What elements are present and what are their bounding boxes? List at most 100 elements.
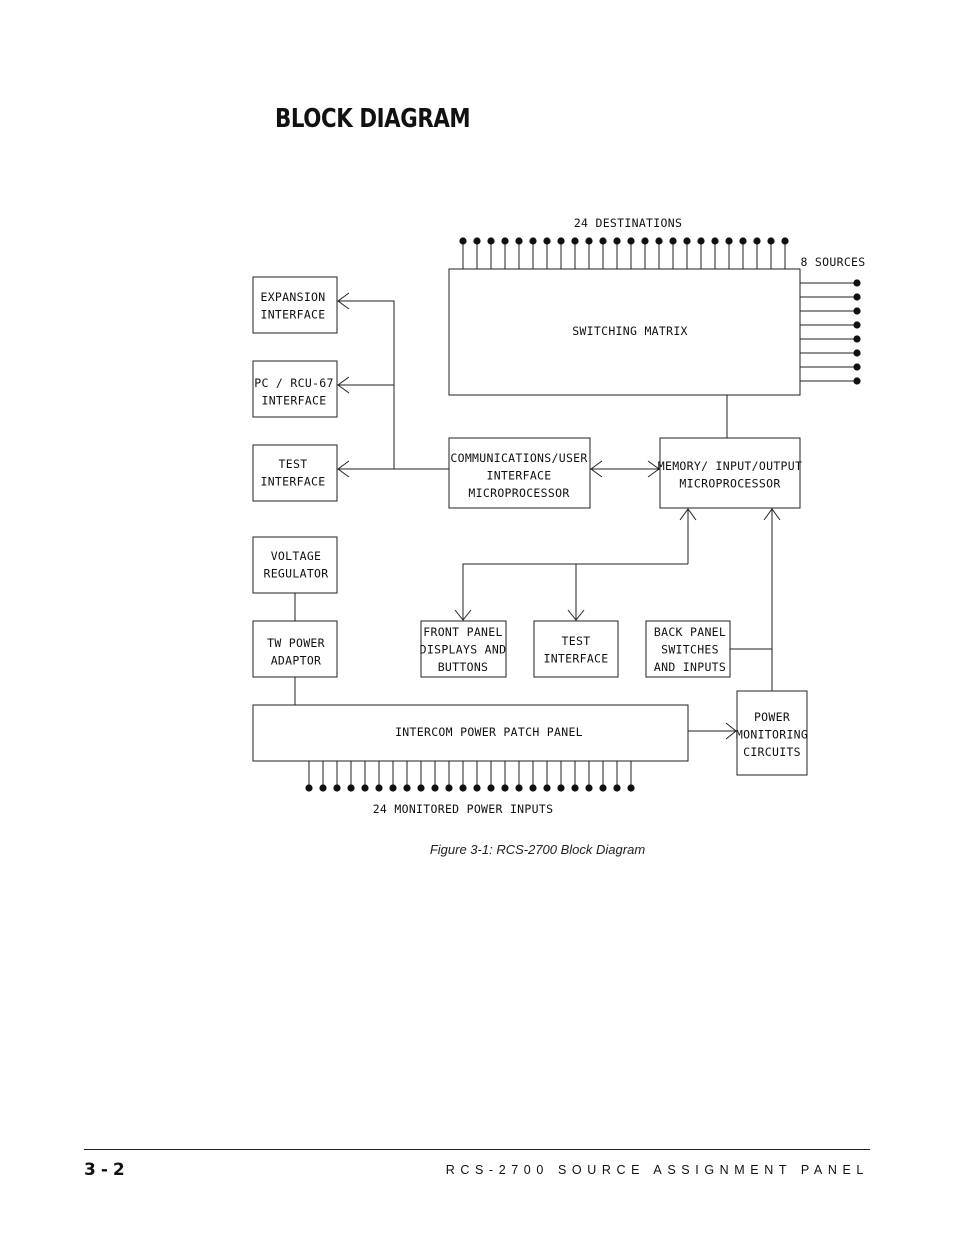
running-title: RCS-2700 SOURCE ASSIGNMENT PANEL xyxy=(445,1163,869,1177)
front-panel-label-line: DISPLAYS AND xyxy=(420,643,507,657)
pc-interface-label-line: INTERFACE xyxy=(261,394,326,408)
switching-matrix-block xyxy=(448,268,801,396)
destination-pin-dot xyxy=(641,237,649,245)
destination-pin-dot xyxy=(473,237,481,245)
destination-pin-dot xyxy=(767,237,775,245)
destination-pin-dot xyxy=(739,237,747,245)
test-interface-mid-block xyxy=(533,620,619,678)
expansion-interface-block xyxy=(252,276,338,334)
power-input-pin-dot xyxy=(599,784,607,792)
power-input-pin-dot xyxy=(417,784,425,792)
power-input-pin-dot xyxy=(459,784,467,792)
power-input-pin-dot xyxy=(305,784,313,792)
destination-pin-dot xyxy=(585,237,593,245)
page-number: 3-2 xyxy=(84,1160,130,1180)
comm-micro-label-line: MICROPROCESSOR xyxy=(468,486,569,500)
destination-pin-dot xyxy=(613,237,621,245)
voltage-regulator-block xyxy=(252,536,338,594)
power-input-pin-dot xyxy=(319,784,327,792)
memory-micro-block xyxy=(659,437,801,509)
destination-pin-dot xyxy=(669,237,677,245)
destination-pin-dot xyxy=(711,237,719,245)
destination-pin-dot xyxy=(655,237,663,245)
power-input-pin-dot xyxy=(613,784,621,792)
power-input-pin-dot xyxy=(473,784,481,792)
footer-rule xyxy=(84,1149,870,1150)
destinations-label: 24 DESTINATIONS xyxy=(574,216,682,230)
switching-matrix-label-line: SWITCHING MATRIX xyxy=(572,324,688,338)
destination-pin-dot xyxy=(697,237,705,245)
power-monitoring-label-line: MONITORING xyxy=(736,728,808,742)
test-interface-mid-label-line: INTERFACE xyxy=(543,652,608,666)
test-interface-left-label-line: TEST xyxy=(279,457,308,471)
destination-pin-dot xyxy=(781,237,789,245)
destination-pin-dot xyxy=(501,237,509,245)
power-input-pin-dot xyxy=(431,784,439,792)
front-panel-label-line: BUTTONS xyxy=(438,660,489,674)
destination-pins xyxy=(459,237,789,269)
source-pin-dot xyxy=(853,363,861,371)
power-input-pin-dot xyxy=(529,784,537,792)
expansion-interface-label-line: INTERFACE xyxy=(260,308,325,322)
sources-label: 8 SOURCES xyxy=(800,255,865,269)
power-input-pin-dot xyxy=(445,784,453,792)
destination-pin-dot xyxy=(487,237,495,245)
power-input-pin-dot xyxy=(361,784,369,792)
connector-lines xyxy=(294,300,773,732)
comm-micro-label-line: INTERFACE xyxy=(486,469,551,483)
destination-pin-dot xyxy=(725,237,733,245)
power-input-pin-dot xyxy=(627,784,635,792)
source-pin-dot xyxy=(853,349,861,357)
source-pin-dot xyxy=(853,321,861,329)
source-pin-dot xyxy=(853,307,861,315)
comm-micro-label-line: COMMUNICATIONS/USER xyxy=(450,451,587,465)
power-input-pin-dot xyxy=(487,784,495,792)
power-input-pin-dot xyxy=(501,784,509,792)
intercom-patch-block xyxy=(252,704,689,762)
memory-micro-label-line: MICROPROCESSOR xyxy=(679,477,780,491)
power-monitoring-label-line: POWER xyxy=(754,710,790,724)
destination-pin-dot xyxy=(599,237,607,245)
page-title: BLOCK DIAGRAM xyxy=(275,104,471,134)
power-input-pin-dot xyxy=(389,784,397,792)
power-monitoring-label-line: CIRCUITS xyxy=(743,745,801,759)
source-pin-dot xyxy=(853,335,861,343)
destination-pin-dot xyxy=(557,237,565,245)
power-input-pin-dot xyxy=(571,784,579,792)
destination-pin-dot xyxy=(515,237,523,245)
back-panel-label-line: BACK PANEL xyxy=(654,625,726,639)
test-interface-mid-label-line: TEST xyxy=(562,634,591,648)
intercom-patch-label-line: INTERCOM POWER PATCH PANEL xyxy=(395,725,583,739)
expansion-interface-label-line: EXPANSION xyxy=(260,290,325,304)
power-input-pin-dot xyxy=(375,784,383,792)
power-input-pin-dot xyxy=(557,784,565,792)
source-pins xyxy=(800,279,861,385)
destination-pin-dot xyxy=(571,237,579,245)
power-input-pin-dot xyxy=(333,784,341,792)
voltage-regulator-label-line: VOLTAGE xyxy=(271,549,322,563)
destination-pin-dot xyxy=(459,237,467,245)
memory-micro-label-line: MEMORY/ INPUT/OUTPUT xyxy=(658,459,802,473)
tw-power-adaptor-label-line: ADAPTOR xyxy=(271,654,322,668)
test-interface-left-block xyxy=(252,444,338,502)
power-input-pins xyxy=(305,761,635,792)
destination-pin-dot xyxy=(627,237,635,245)
power-input-pin-dot xyxy=(515,784,523,792)
destination-pin-dot xyxy=(543,237,551,245)
source-pin-dot xyxy=(853,377,861,385)
destination-pin-dot xyxy=(753,237,761,245)
comm-micro-block xyxy=(448,437,591,509)
arrowheads xyxy=(337,292,781,740)
back-panel-label-line: SWITCHES xyxy=(661,643,719,657)
tw-power-adaptor-label-line: TW POWER xyxy=(267,636,325,650)
power-input-pin-dot xyxy=(403,784,411,792)
front-panel-label-line: FRONT PANEL xyxy=(423,625,502,639)
source-pin-dot xyxy=(853,279,861,287)
figure-caption: Figure 3-1: RCS-2700 Block Diagram xyxy=(429,842,646,857)
power-input-pin-dot xyxy=(543,784,551,792)
power-input-pin-dot xyxy=(585,784,593,792)
voltage-regulator-label-line: REGULATOR xyxy=(263,567,328,581)
test-interface-left-label-line: INTERFACE xyxy=(260,475,325,489)
